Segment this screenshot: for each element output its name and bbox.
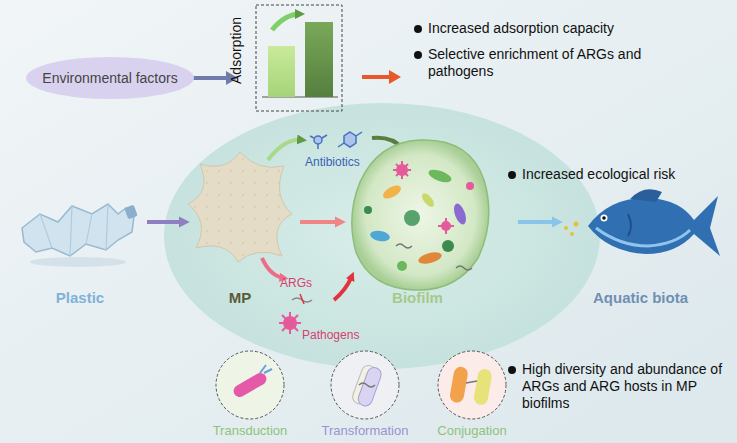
mechanism-circle: Transformation — [310, 349, 420, 441]
bullet-note: Increased adsorption capacity — [428, 20, 614, 37]
item-label: ARGs — [280, 276, 312, 291]
microplastic-item: MP — [185, 145, 295, 308]
flow-arrow — [147, 220, 181, 224]
node-label: Transformation — [322, 423, 409, 438]
biofilm-item: Biofilm — [345, 135, 490, 308]
node-label: Aquatic biota — [593, 289, 688, 306]
bullet-dot — [508, 171, 516, 179]
plastic-item: Plastic — [15, 180, 145, 308]
axis-label: Adsorption — [228, 17, 245, 84]
node-label: Plastic — [56, 289, 104, 306]
bullet-dot — [414, 51, 422, 59]
node-label: Transduction — [213, 423, 288, 438]
mechanism-circle: Transduction — [195, 349, 305, 441]
flow-arrow — [300, 220, 337, 224]
mechanism-circle: Conjugation — [422, 349, 522, 441]
node-label: MP — [229, 289, 252, 306]
bullet-dot — [508, 366, 516, 374]
biota-item: Aquatic biota — [558, 180, 723, 308]
flow-arrow — [518, 220, 554, 224]
bullet-note: Increased ecological risk — [522, 166, 675, 183]
factor-ellipse: Environmental factors — [25, 56, 195, 100]
bullet-note: High diversity and abundance of ARGs and… — [522, 361, 727, 412]
node-label: Environmental factors — [42, 70, 177, 86]
bullet-note: Selective enrichment of ARGs and pathoge… — [428, 46, 663, 80]
node-label: Conjugation — [437, 423, 506, 438]
item-label: Antibiotics — [305, 155, 360, 170]
bullet-dot — [414, 25, 422, 33]
node-label: Biofilm — [392, 289, 443, 306]
item-label: Pathogens — [302, 328, 359, 343]
